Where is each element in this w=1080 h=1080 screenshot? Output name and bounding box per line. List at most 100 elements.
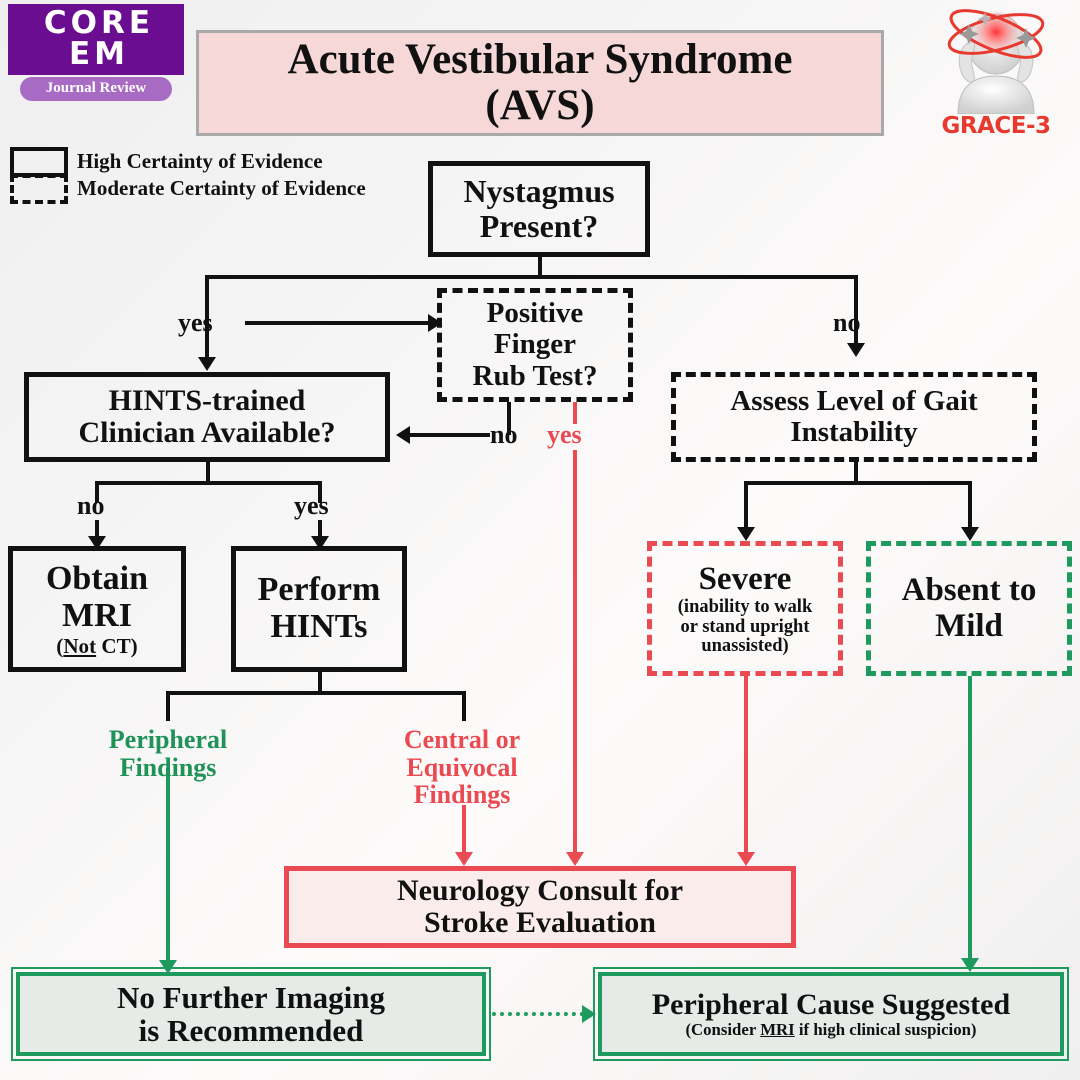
node-neuro-line2: Stroke Evaluation bbox=[424, 906, 656, 939]
edge-label-fingerrub-yes: yes bbox=[547, 420, 582, 449]
page-title: Acute Vestibular Syndrome (AVS) bbox=[196, 30, 884, 136]
edge-fingerrub-yes-stem bbox=[573, 402, 577, 424]
node-hints-trained-clinician[interactable]: HINTS-trained Clinician Available? bbox=[24, 372, 390, 462]
node-assess-gait-instability[interactable]: Assess Level of Gait Instability bbox=[671, 372, 1037, 462]
node-positive-finger-rub-test[interactable]: Positive Finger Rub Test? bbox=[437, 288, 633, 402]
edge-yes-down-arrowhead bbox=[198, 357, 216, 371]
edge-noimaging-to-peripheral bbox=[492, 1012, 584, 1016]
edge-hints-split bbox=[95, 481, 322, 485]
edge-label-nystagmus-no: no bbox=[833, 308, 861, 337]
node-neuro-line1: Neurology Consult for bbox=[396, 873, 684, 907]
edge-severe-drop bbox=[744, 481, 748, 531]
edge-severe-arrowhead bbox=[737, 527, 755, 541]
central-findings-line2: Equivocal bbox=[406, 752, 518, 782]
node-nystagmus-line1: Nystagmus bbox=[463, 173, 615, 210]
node-absent-to-mild[interactable]: Absent to Mild bbox=[866, 541, 1072, 676]
edge-label-central-findings: Central or Equivocal Findings bbox=[380, 726, 544, 809]
edge-mild-peripheral-arrowhead bbox=[961, 958, 979, 972]
title-line-2: (AVS) bbox=[485, 82, 595, 129]
node-noimaging-line1: No Further Imaging bbox=[116, 979, 386, 1015]
node-hintsclin-line2: Clinician Available? bbox=[78, 416, 336, 449]
edge-hints-no-down bbox=[95, 520, 99, 540]
peripheral-findings-line1: Peripheral bbox=[108, 725, 228, 754]
node-nystagmus-present[interactable]: Nystagmus Present? bbox=[428, 161, 650, 257]
edge-gait-stem bbox=[854, 462, 858, 484]
node-mri-line1: Obtain bbox=[45, 560, 149, 598]
grace3-logo: GRACE-3 bbox=[922, 2, 1070, 142]
edge-yes-down bbox=[205, 321, 209, 361]
grace3-label: GRACE-3 bbox=[941, 113, 1051, 139]
node-mri-subnote: (Not CT) bbox=[46, 635, 148, 657]
edge-fingerrub-yes-to-neuro bbox=[573, 450, 577, 856]
node-performhints-line2: HINTs bbox=[270, 608, 368, 645]
coreem-wordmark: CORE EM bbox=[8, 4, 184, 75]
edge-fingerrub-no-stem bbox=[507, 402, 511, 424]
legend-label-high: High Certainty of Evidence bbox=[77, 149, 323, 173]
edge-central-drop bbox=[462, 691, 466, 721]
legend: High Certainty of Evidence Moderate Cert… bbox=[10, 146, 430, 204]
node-mri-sub-post: CT) bbox=[96, 633, 138, 658]
edge-label-peripheral-findings: Peripheral Findings bbox=[106, 726, 230, 781]
edge-central-to-neuro bbox=[462, 805, 466, 856]
dashed-box-icon bbox=[10, 173, 68, 204]
node-mri-line2: MRI bbox=[62, 596, 132, 634]
edge-severe-to-neuro bbox=[744, 676, 748, 856]
edge-hints-stem bbox=[206, 462, 210, 484]
node-gait-line2: Instability bbox=[790, 416, 918, 448]
central-findings-line1: Central or bbox=[403, 725, 521, 754]
node-fingerrub-line1: Positive bbox=[486, 297, 584, 330]
node-noimaging-line2: is Recommended bbox=[138, 1013, 364, 1048]
edge-fingerrub-no-to-hints bbox=[410, 433, 490, 437]
node-absentmild-line2: Mild bbox=[935, 607, 1003, 644]
node-periphcause-sub-pre: (Consider bbox=[685, 1020, 761, 1040]
legend-item-moderate: Moderate Certainty of Evidence bbox=[10, 173, 430, 204]
node-periphcause-sub-underline: MRI bbox=[760, 1020, 795, 1040]
node-severe-sub3: unassisted) bbox=[701, 635, 789, 656]
node-periphcause-sub-post: if high clinical suspicion) bbox=[794, 1020, 977, 1040]
edge-hints-result-stem bbox=[318, 672, 322, 694]
node-fingerrub-line3: Rub Test? bbox=[472, 359, 598, 392]
edge-peripheral-drop bbox=[166, 691, 170, 721]
edge-hints-yes-down bbox=[318, 520, 322, 540]
edge-peripheral-arrowhead bbox=[159, 960, 177, 974]
node-severe-gait-instability[interactable]: Severe (inability to walk or stand uprig… bbox=[647, 541, 843, 676]
edge-mild-drop bbox=[968, 481, 972, 531]
node-periphcause-line1: Peripheral Cause Suggested bbox=[651, 987, 1011, 1021]
peripheral-findings-line2: Findings bbox=[119, 752, 217, 782]
edge-central-arrowhead bbox=[455, 852, 473, 866]
edge-yes-to-fingerrub bbox=[245, 321, 430, 325]
edge-gait-split bbox=[744, 481, 971, 485]
edge-no-drop-arrowhead bbox=[847, 343, 865, 357]
node-severe-sub1: (inability to walk bbox=[677, 596, 813, 617]
node-gait-line1: Assess Level of Gait bbox=[730, 384, 978, 417]
edge-nystagmus-stem bbox=[538, 257, 542, 279]
node-hintsclin-line1: HINTS-trained bbox=[108, 383, 306, 417]
dizzy-person-icon bbox=[947, 9, 1045, 115]
node-peripheral-cause-suggested[interactable]: Peripheral Cause Suggested (Consider MRI… bbox=[593, 967, 1069, 1061]
node-no-further-imaging[interactable]: No Further Imaging is Recommended bbox=[11, 967, 491, 1061]
node-mri-sub-pre: ( bbox=[56, 633, 64, 658]
node-absentmild-line1: Absent to bbox=[901, 571, 1037, 608]
node-neurology-consult[interactable]: Neurology Consult for Stroke Evaluation bbox=[284, 866, 796, 948]
node-severe-line1: Severe bbox=[698, 560, 792, 597]
coreem-subtitle: Journal Review bbox=[20, 77, 172, 101]
solid-box-icon bbox=[10, 146, 68, 177]
node-fingerrub-line2: Finger bbox=[493, 328, 577, 361]
node-nystagmus-line2: Present? bbox=[479, 208, 599, 244]
title-line-1: Acute Vestibular Syndrome bbox=[287, 36, 793, 84]
node-obtain-mri[interactable]: Obtain MRI (Not CT) bbox=[8, 546, 186, 672]
edge-label-fingerrub-no: no bbox=[490, 420, 518, 449]
central-findings-line3: Findings bbox=[413, 780, 511, 810]
edge-hints-no-drop bbox=[95, 481, 99, 503]
node-severe-sub2: or stand upright bbox=[680, 615, 810, 636]
node-mri-sub-underline: Not bbox=[63, 633, 97, 658]
edge-noimaging-arrowhead bbox=[582, 1005, 596, 1023]
node-performhints-line1: Perform bbox=[257, 571, 381, 609]
edge-yes-drop bbox=[205, 275, 209, 323]
node-periphcause-subnote: (Consider MRI if high clinical suspicion… bbox=[652, 1021, 1010, 1039]
node-perform-hints[interactable]: Perform HINTs bbox=[231, 546, 407, 672]
edge-mild-to-peripheral bbox=[968, 676, 972, 962]
edge-label-nystagmus-yes: yes bbox=[178, 308, 213, 337]
edge-hints-result-split bbox=[166, 691, 466, 695]
